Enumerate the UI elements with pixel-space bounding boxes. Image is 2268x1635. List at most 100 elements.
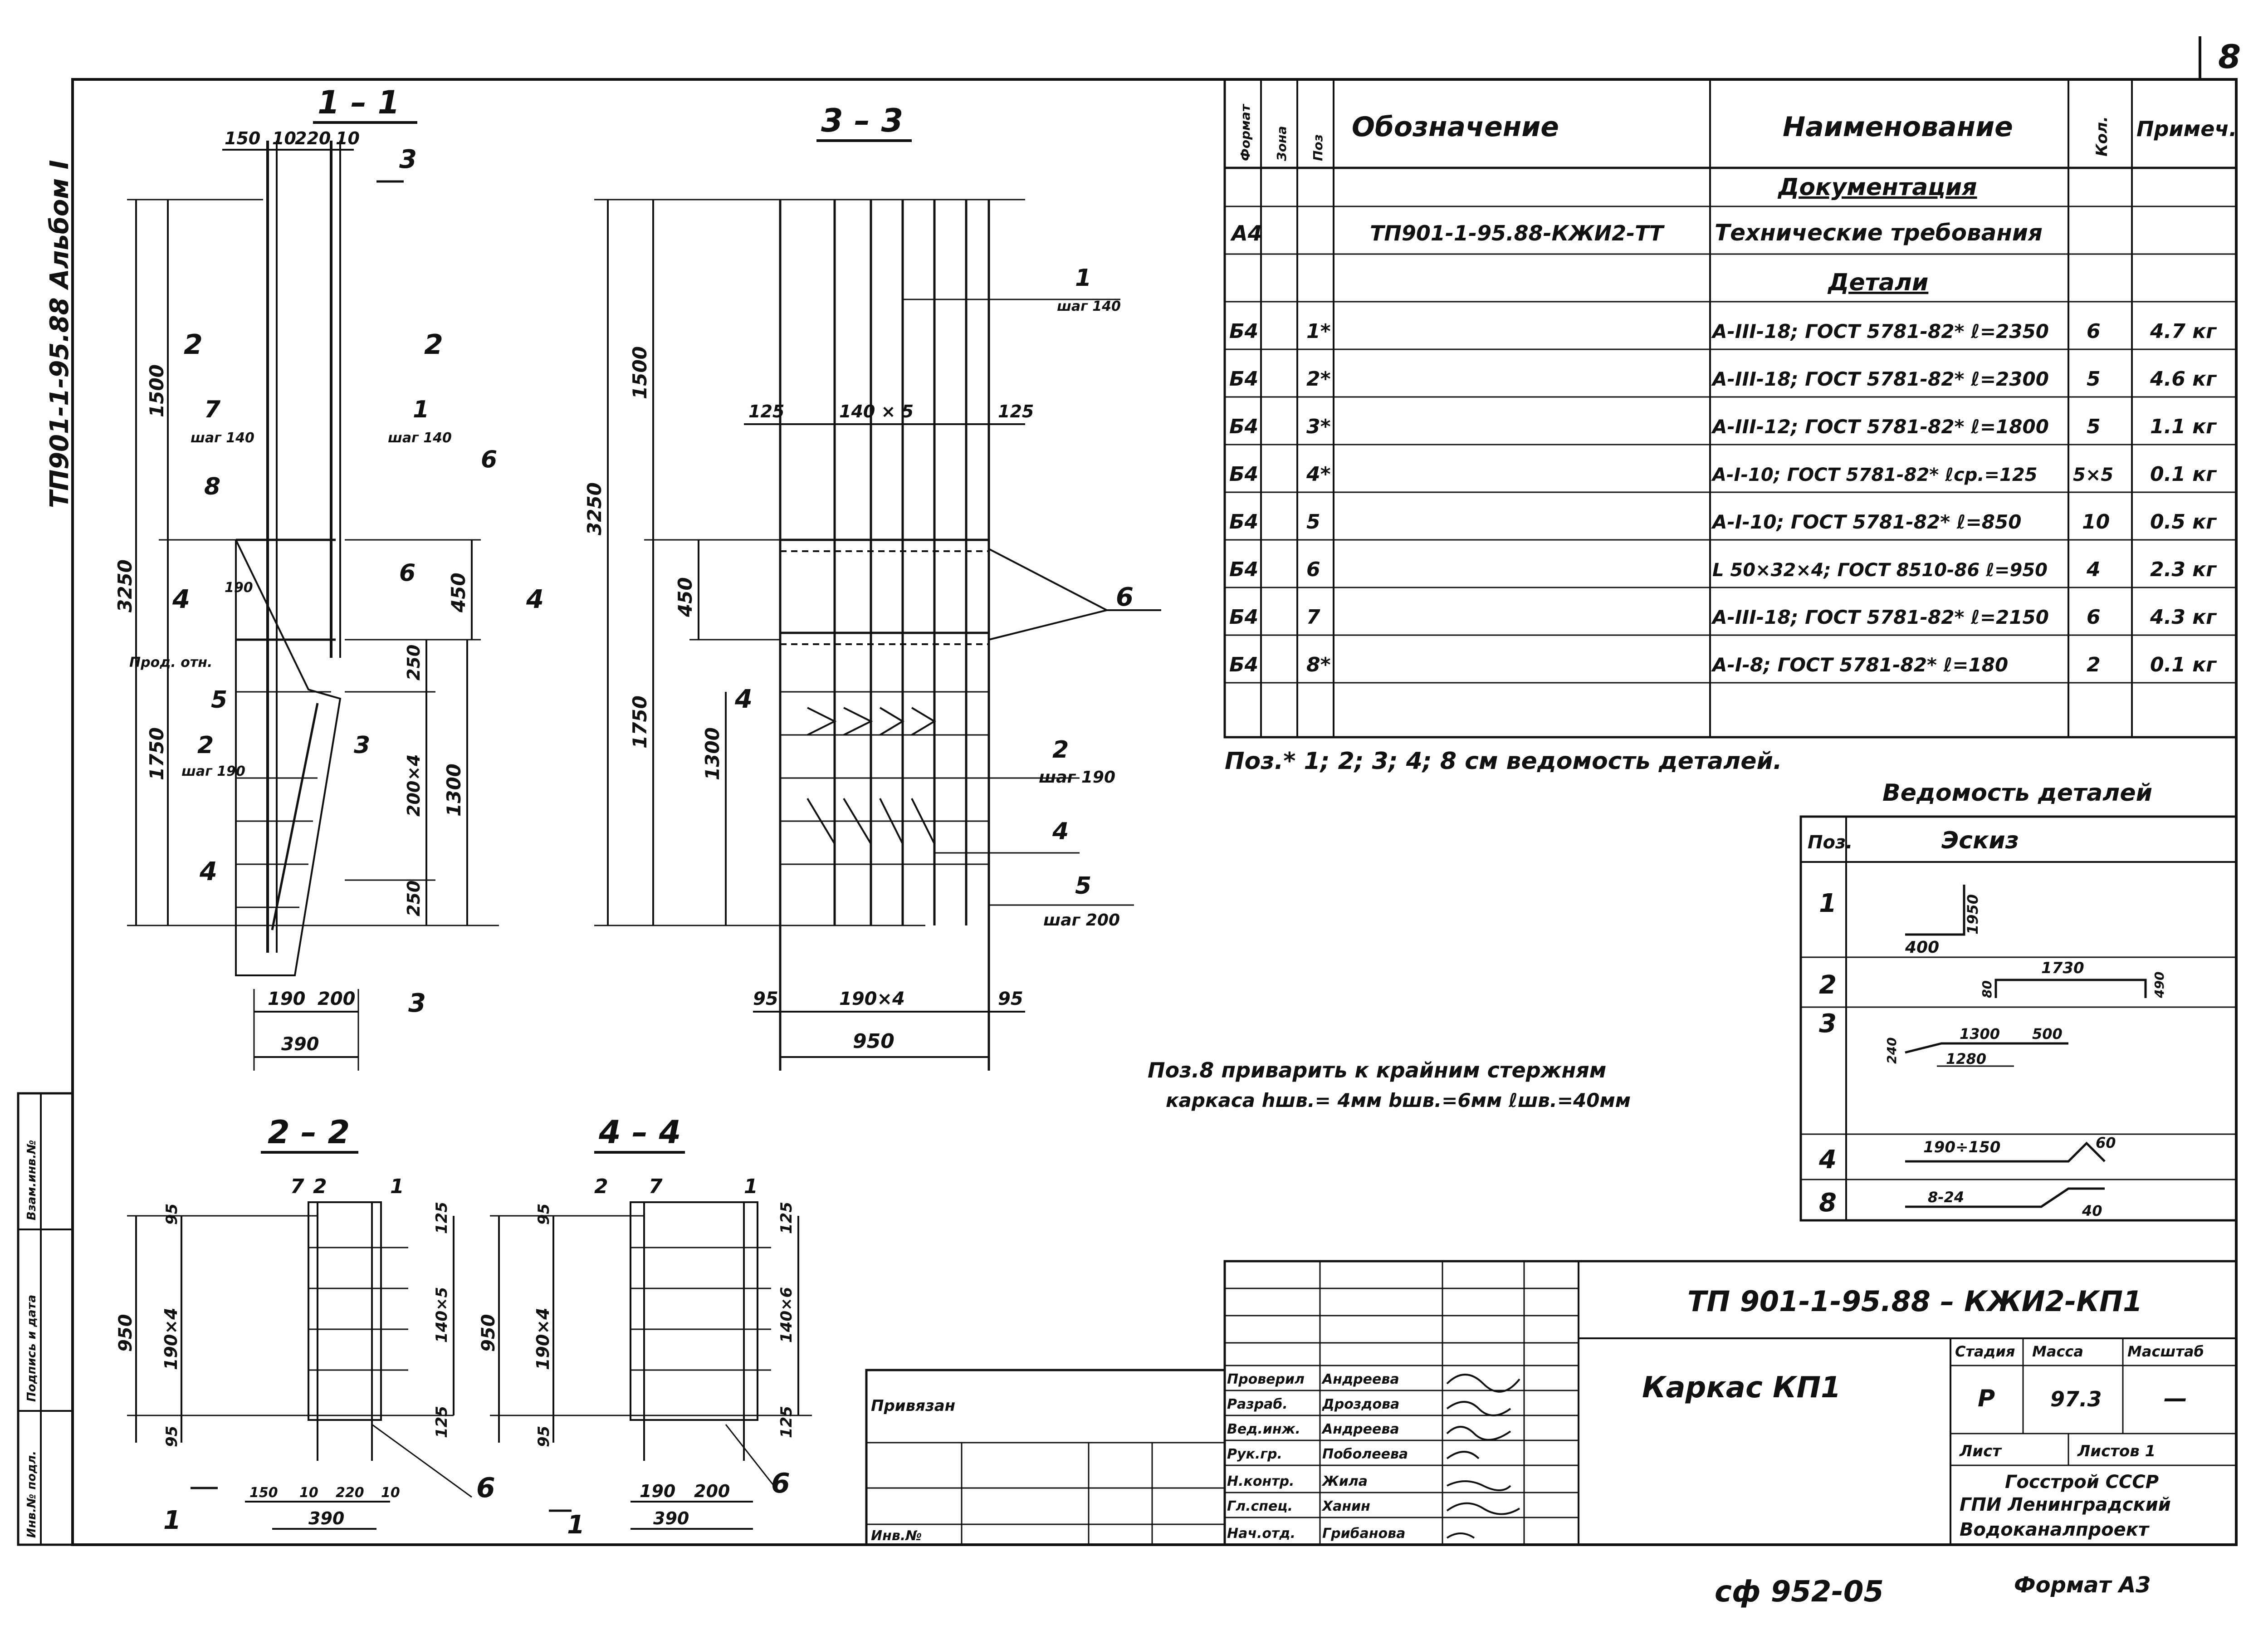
- s33-label-1: 1: [1075, 264, 1091, 292]
- spec-row: Б4 2* А-III-18; ГОСТ 5781-82* ℓ=2300 5 4…: [1229, 367, 2217, 391]
- details-row-2-dim-3: 490: [2152, 972, 2167, 999]
- details-row-4-dim-2: 60: [2096, 1134, 2116, 1151]
- s11-label-18: 4: [199, 857, 217, 886]
- s44-dim-5: 125: [777, 1202, 796, 1234]
- s44-dim-8: 190: [640, 1481, 675, 1501]
- spec-row-note: 0.1 кг: [2150, 653, 2217, 676]
- details-row-2-dim-1: 1730: [2041, 959, 2084, 977]
- left-stamp-text-3: Инв.№ подл.: [25, 1451, 39, 1538]
- staff-row: Проверил Андреева: [1227, 1371, 1399, 1387]
- s33-label-3: 6: [1116, 583, 1134, 612]
- stamp-scale: —: [2164, 1385, 2187, 1412]
- left-stamp: Взам.инв.№ Подпись и дата Инв.№ подл.: [17, 1092, 74, 1546]
- staff-role: Гл.спец.: [1227, 1498, 1293, 1514]
- spec-row-format: Б4: [1229, 320, 1258, 343]
- s11-label-2: 2: [184, 329, 203, 361]
- s44-dim-4: 95: [535, 1426, 553, 1447]
- weld-note: Поз.8 приварить к крайним стержням карка…: [1148, 1058, 1631, 1111]
- s22-dim-9: 10: [299, 1485, 318, 1501]
- s22-dim-4: 95: [163, 1426, 181, 1447]
- spec-row-note: 1.1 кг: [2150, 415, 2217, 438]
- staff-name: Андреева: [1321, 1421, 1399, 1437]
- s33-label-2: шаг 140: [1057, 299, 1121, 314]
- spec-header-name: Наименование: [1783, 111, 2013, 143]
- s44-dim-2: 190×4: [533, 1307, 553, 1370]
- s33-left-dim-1: 1500: [629, 346, 651, 399]
- details-title: Ведомость деталей: [1882, 779, 2152, 807]
- album-code: ТП901-1-95.88 Альбом I: [45, 160, 74, 508]
- s44-dim-1: 950: [478, 1314, 499, 1352]
- spec-row-note: 4.7 кг: [2150, 320, 2217, 343]
- staff-row: Гл.спец. Ханин: [1227, 1498, 1370, 1514]
- staff-row: Рук.гр. Поболеева: [1227, 1446, 1408, 1462]
- section-2-2-title: 2 – 2: [268, 1114, 350, 1151]
- details-row-pos: 2: [1819, 970, 1837, 1000]
- section-3-3-title: 3 – 3: [821, 102, 903, 139]
- s22-dim-6: 140×5: [433, 1287, 451, 1343]
- left-stamp-text-1: Взам.инв.№: [25, 1140, 39, 1220]
- spec-doc-name: Технические требования: [1715, 220, 2043, 246]
- s22-label-1: 7: [290, 1175, 304, 1198]
- spec-row-note: 0.1 кг: [2150, 463, 2217, 486]
- s11-bottom-dim-1: 190: [268, 989, 306, 1009]
- stamp-object-name: Каркас КП1: [1642, 1371, 1841, 1405]
- s22-dim-1: 950: [115, 1314, 136, 1352]
- spec-row-pos: 6: [1306, 558, 1320, 581]
- staff-name: Грибанова: [1322, 1526, 1405, 1542]
- staff-name: Жила: [1321, 1473, 1368, 1489]
- spec-row-name: А-III-18; ГОСТ 5781-82* ℓ=2350: [1711, 320, 2049, 343]
- section-1-1-title: 1 – 1: [318, 84, 400, 121]
- spec-row: Б4 3* А-III-12; ГОСТ 5781-82* ℓ=1800 5 1…: [1229, 415, 2217, 438]
- stamp-org-3: Водоканалпроект: [1960, 1519, 2150, 1540]
- staff-name: Андреева: [1321, 1371, 1399, 1387]
- s11-label-8: 6: [481, 446, 497, 473]
- s11-left-dim-1: 1500: [146, 364, 168, 417]
- s11-label-11: 4: [172, 585, 190, 614]
- s44-dim-6: 140×6: [777, 1287, 796, 1343]
- s33-left-dim-2: 3250: [583, 482, 606, 535]
- s33-label-8: 5: [1075, 872, 1091, 900]
- stamp-code: ТП 901-1-95.88 – КЖИ2-КП1: [1687, 1285, 2142, 1318]
- spec-row: Б4 5 А-I-10; ГОСТ 5781-82* ℓ=850 10 0.5 …: [1229, 510, 2217, 534]
- section-3-3: 3 – 3 1500 3250 4 5: [583, 102, 1161, 1071]
- left-stamp-text-2: Подпись и дата: [25, 1295, 39, 1402]
- spec-row-format: Б4: [1229, 558, 1258, 581]
- s22-dim-12: 390: [308, 1508, 344, 1528]
- s33-bottom-dim-4: 950: [853, 1030, 894, 1053]
- spec-row-qty: 10: [2082, 510, 2110, 534]
- s11-label-4: 1: [413, 396, 429, 423]
- spec-row-format: Б4: [1229, 606, 1258, 629]
- section-1-1: 1 – 1 150 10 220 10 1500 1750 3250: [114, 84, 544, 1071]
- details-row-pos: 3: [1819, 1009, 1837, 1038]
- spec-row-qty: 4: [2086, 558, 2101, 581]
- stamp-mass: 97.3: [2050, 1387, 2102, 1411]
- spec-row-name: А-I-10; ГОСТ 5781-82* ℓср.=125: [1711, 465, 2038, 485]
- s11-label-1: 3: [399, 145, 417, 174]
- s11-right-dim-4: 1300: [443, 764, 465, 817]
- s33-left-dim-3: 450: [674, 577, 696, 617]
- spec-header-designation: Обозначение: [1352, 111, 1559, 143]
- spec-doc-format: А4: [1230, 221, 1262, 245]
- s33-bottom-dim-2: 190×4: [839, 989, 905, 1009]
- spec-row-pos: 2*: [1306, 367, 1331, 391]
- s22-dim-11: 10: [381, 1485, 400, 1501]
- s44-dim-3: 95: [535, 1204, 553, 1225]
- spec-row: Б4 1* А-III-18; ГОСТ 5781-82* ℓ=2350 6 4…: [1229, 320, 2217, 343]
- s11-label-14: 5: [211, 686, 227, 714]
- details-row-3-dim-1: 1300: [1960, 1025, 2000, 1043]
- spec-row-format: Б4: [1229, 653, 1258, 676]
- staff-role: Н.контр.: [1227, 1473, 1294, 1489]
- s22-dim-5: 125: [433, 1202, 451, 1234]
- spec-row-qty: 5: [2087, 367, 2101, 391]
- s33-top-dim-2: 140 × 5: [839, 401, 914, 421]
- s44-dim-7: 125: [777, 1406, 796, 1438]
- title-block: Привязан Инв.№ ТП 901-1-95.88 – КЖИ2-КП1…: [865, 1260, 2238, 1546]
- s11-top-dim-2: 10: [272, 128, 296, 148]
- s11-bottom-dim-3: 390: [281, 1034, 319, 1055]
- s33-label-4: 4: [734, 685, 753, 714]
- details-row-pos: 4: [1818, 1145, 1837, 1175]
- spec-header-pos: Поз: [1310, 134, 1325, 161]
- spec-row-name: L 50×32×4; ГОСТ 8510-86 ℓ=950: [1712, 560, 2048, 581]
- stamp-scale-header: Масштаб: [2127, 1343, 2204, 1360]
- details-row-3-dim-3: 1280: [1946, 1050, 1986, 1067]
